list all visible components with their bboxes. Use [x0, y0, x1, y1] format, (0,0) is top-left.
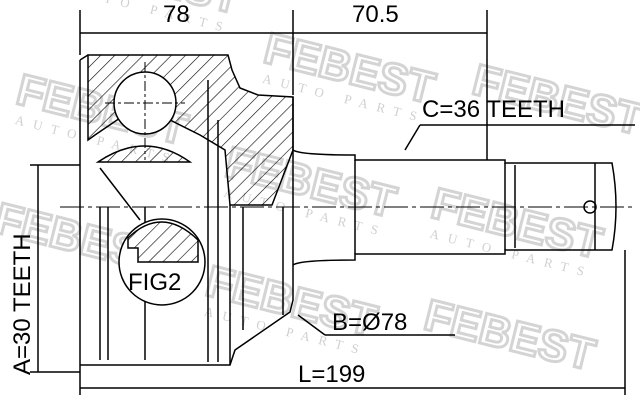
- dim-outer-length: 78: [163, 1, 190, 28]
- figure-label: FIG2: [128, 269, 181, 296]
- dim-diameter: B=Ø78: [332, 309, 407, 336]
- part-outline: [30, 10, 635, 395]
- dim-inner-teeth: A=30 TEETH: [9, 233, 36, 375]
- dim-shaft-length: 70.5: [352, 1, 399, 28]
- dim-outer-teeth: C=36 TEETH: [422, 96, 565, 123]
- dim-total-length: L=199: [298, 361, 365, 388]
